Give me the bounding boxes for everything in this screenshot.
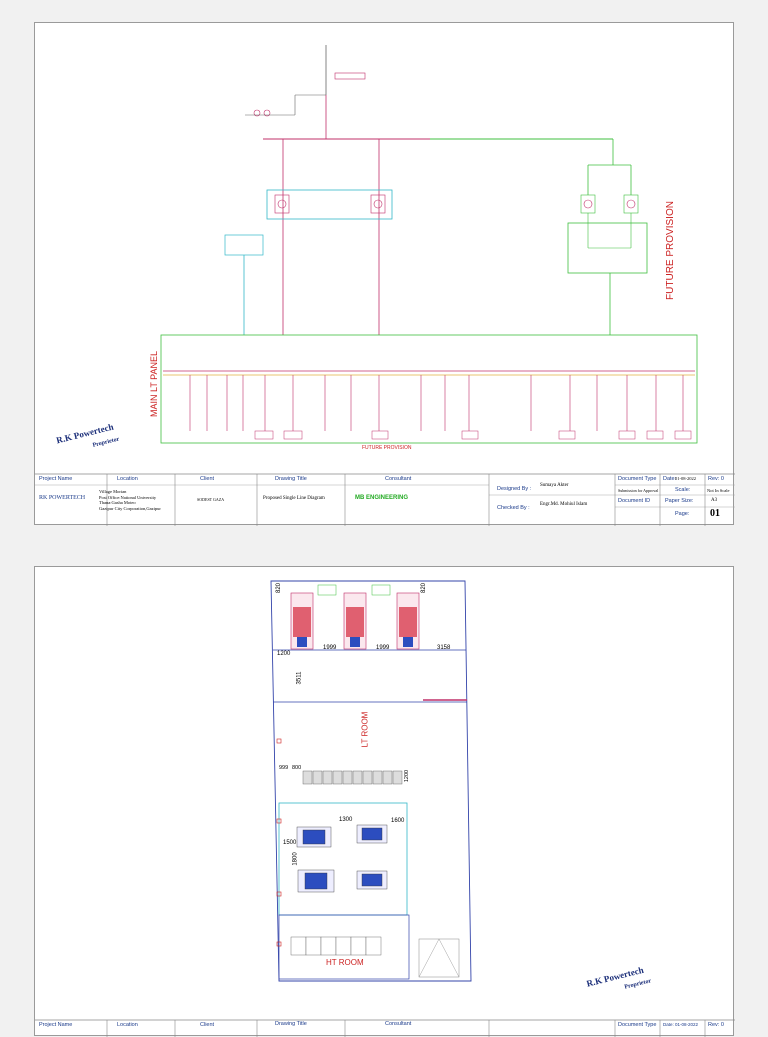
scale-value: Not In Scale: [707, 488, 730, 493]
generators: [290, 584, 420, 650]
document-type-header-2: Document Type: [618, 1022, 657, 1028]
paper-size-value: A3: [711, 498, 718, 503]
consultant-value: MB ENGINEERING: [355, 495, 409, 501]
ht-room-label: HT ROOM: [326, 958, 364, 967]
dim-3511: 3511: [296, 671, 303, 685]
location-value: Village Morian Post Office:National Univ…: [99, 489, 161, 511]
layout-sheet: 820 820 1200 1999 1999 3158 3511 999 800…: [34, 566, 735, 1037]
dim-1999-b: 1999: [376, 645, 390, 651]
dim-800: 800: [292, 765, 302, 771]
project-name-header: Project Name: [39, 476, 73, 482]
project-name-header-2: Project Name: [39, 1022, 73, 1028]
location-line-4: Gazipur City Corporation,Gazipur: [99, 505, 161, 511]
consultant-header: Consultant: [385, 476, 412, 482]
location-header: Location: [117, 476, 138, 482]
drawing-title-value: Proposed Single Line Diagram: [263, 496, 325, 501]
client-header-2: Client: [200, 1022, 215, 1028]
location-header-2: Location: [117, 1022, 138, 1028]
drawing-title-header-2: Drawing Title: [275, 1021, 307, 1027]
page-header: Page:: [675, 511, 690, 517]
project-name-value: RK POWERTECH: [39, 495, 86, 501]
dim-820-right: 820: [421, 582, 428, 594]
paper-size-header: Paper Size:: [665, 498, 694, 504]
room-layout-plan: [35, 580, 735, 1037]
designed-by-header: Designed By :: [497, 486, 532, 492]
checked-by-header: Checked By :: [497, 505, 530, 511]
lt-room-label: LT ROOM: [360, 711, 370, 748]
sld-sheet: MAIN LT PANEL FUTURE PROVISION FUTURE PR…: [34, 22, 735, 526]
future-provision-bottom-label: FUTURE PROVISION: [362, 445, 412, 451]
client-value: SODEST GAZA: [197, 497, 225, 502]
location-line-2: Post Office:National University: [99, 494, 157, 500]
single-line-diagram: [35, 45, 735, 526]
date-header-2: Date: 01-08-2022: [663, 1022, 699, 1027]
location-line-1: Village Morian: [99, 489, 127, 494]
dim-1200: 1200: [277, 651, 291, 657]
client-header: Client: [200, 476, 215, 482]
page-value: 01: [710, 508, 720, 519]
dim-3158: 3158: [437, 645, 451, 651]
dim-1200-b: 1200: [404, 769, 411, 783]
drawing-title-header: Drawing Title: [275, 476, 307, 482]
future-provision-label: FUTURE PROVISION: [664, 201, 676, 300]
main-lt-panel-label: MAIN LT PANEL: [149, 350, 160, 418]
checked-by-value: Engr.Md. Mohiul Islam: [540, 502, 588, 507]
dim-1300: 1300: [339, 817, 353, 823]
rev-header-2: Rev: 0: [708, 1022, 724, 1028]
dim-1999-a: 1999: [323, 645, 337, 651]
document-id-header: Document ID: [618, 498, 651, 504]
designed-by-value: Sumaya Akter: [540, 483, 569, 488]
location-line-3: Thana:Gasha Moteo: [99, 500, 136, 505]
title-block: Project Name Location Client Drawing Tit…: [35, 474, 733, 526]
document-type-header: Document Type: [618, 476, 657, 482]
rev-header: Rev: 0: [708, 476, 724, 482]
dim-1600: 1600: [391, 818, 405, 824]
date-value: 01-08-2022: [675, 476, 696, 481]
title-block-2: Project Name Location Client Drawing Tit…: [35, 1020, 733, 1037]
document-type-value: Submission for Approval: [618, 488, 659, 493]
dim-820-left: 820: [276, 582, 283, 594]
consultant-header-2: Consultant: [385, 1021, 412, 1027]
date-header: Date:: [663, 476, 677, 482]
dim-1800: 1800: [292, 852, 299, 866]
dim-999: 999: [279, 765, 289, 771]
dim-1500: 1500: [283, 840, 297, 846]
scale-header: Scale:: [675, 487, 691, 493]
